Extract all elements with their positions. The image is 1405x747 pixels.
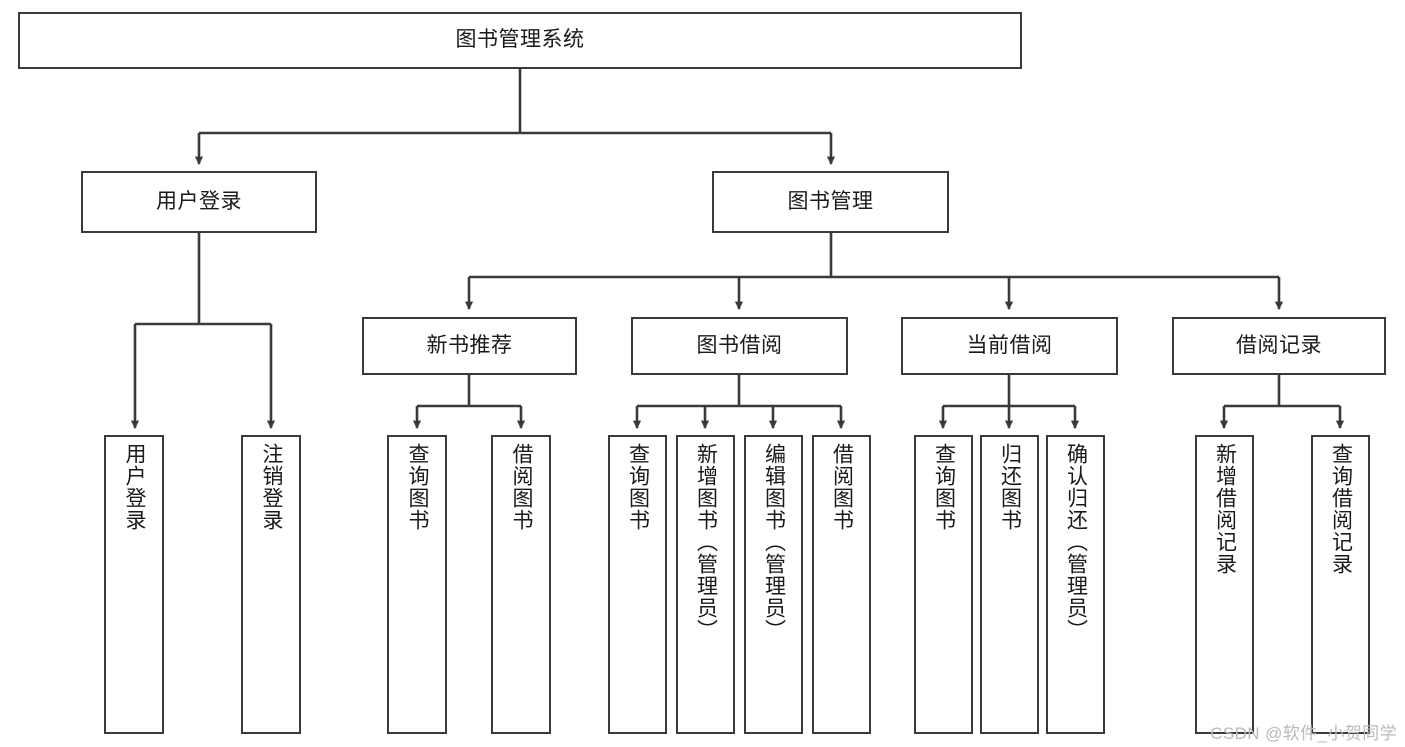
- node-user-login-label: 用户登录: [156, 189, 242, 213]
- node-book-manage-label: 图书管理: [787, 189, 874, 213]
- node-leaf-add-book-label: 新增图书（管理员）: [694, 443, 718, 641]
- node-borrow-record-label: 借阅记录: [1236, 333, 1322, 357]
- node-leaf-borrow-book-2-label: 借阅图书: [830, 443, 854, 531]
- node-leaf-edit-book[interactable]: 编辑图书（管理员）: [744, 435, 803, 734]
- node-book-borrow[interactable]: 图书借阅: [631, 317, 848, 375]
- node-leaf-query-record-label: 查询借阅记录: [1329, 443, 1353, 575]
- node-leaf-edit-book-label: 编辑图书（管理员）: [762, 443, 786, 641]
- node-leaf-borrow-book-1-label: 借阅图书: [510, 443, 534, 531]
- node-leaf-query-book-3-label: 查询图书: [932, 443, 956, 531]
- node-leaf-confirm-return-label: 确认归还（管理员）: [1064, 443, 1088, 641]
- node-new-book-recommend-label: 新书推荐: [426, 333, 513, 357]
- node-leaf-add-book[interactable]: 新增图书（管理员）: [676, 435, 735, 734]
- node-borrow-record[interactable]: 借阅记录: [1172, 317, 1386, 375]
- node-root-label: 图书管理系统: [455, 28, 585, 52]
- node-leaf-borrow-book-2[interactable]: 借阅图书: [812, 435, 871, 734]
- node-current-borrow-label: 当前借阅: [966, 333, 1053, 357]
- node-leaf-query-book-3[interactable]: 查询图书: [914, 435, 973, 734]
- node-leaf-user-login-label: 用户登录: [123, 443, 147, 531]
- node-current-borrow[interactable]: 当前借阅: [901, 317, 1118, 375]
- node-leaf-query-book-1[interactable]: 查询图书: [387, 435, 447, 734]
- node-leaf-add-record[interactable]: 新增借阅记录: [1195, 435, 1254, 734]
- node-leaf-add-record-label: 新增借阅记录: [1213, 443, 1237, 575]
- node-user-login[interactable]: 用户登录: [81, 171, 317, 233]
- node-leaf-borrow-book-1[interactable]: 借阅图书: [491, 435, 551, 734]
- node-new-book-recommend[interactable]: 新书推荐: [362, 317, 577, 375]
- node-book-manage[interactable]: 图书管理: [712, 171, 949, 233]
- node-leaf-query-book-2[interactable]: 查询图书: [608, 435, 667, 734]
- node-leaf-query-record[interactable]: 查询借阅记录: [1311, 435, 1370, 734]
- node-leaf-return-book-label: 归还图书: [998, 443, 1022, 531]
- node-book-borrow-label: 图书借阅: [696, 333, 783, 357]
- node-leaf-query-book-1-label: 查询图书: [406, 443, 430, 531]
- node-root[interactable]: 图书管理系统: [18, 12, 1022, 69]
- csdn-watermark: CSDN @软件_小贺同学: [1210, 724, 1397, 743]
- node-leaf-user-logout[interactable]: 注销登录: [241, 435, 301, 734]
- node-leaf-query-book-2-label: 查询图书: [626, 443, 650, 531]
- node-leaf-user-login[interactable]: 用户登录: [104, 435, 164, 734]
- node-leaf-return-book[interactable]: 归还图书: [980, 435, 1039, 734]
- node-leaf-user-logout-label: 注销登录: [260, 443, 284, 531]
- node-leaf-confirm-return[interactable]: 确认归还（管理员）: [1046, 435, 1105, 734]
